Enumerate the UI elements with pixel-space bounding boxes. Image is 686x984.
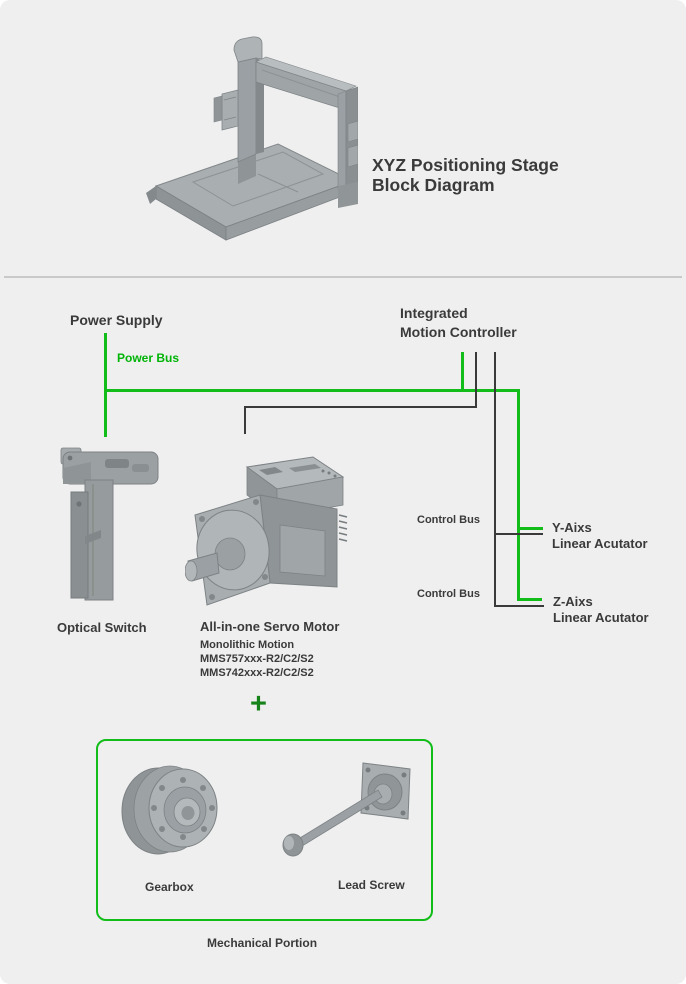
mechanical-portion-label: Mechanical Portion (207, 936, 318, 950)
y-axis-actuator-label-line1: Y-Aixs (552, 520, 592, 535)
control-bus-line-controller-drop (475, 352, 477, 408)
gearbox-label: Gearbox (145, 880, 194, 894)
servo-motor-model1: MMS757xxx-R2/C2/S2 (200, 653, 314, 665)
page-title-line2: Block Diagram (372, 174, 495, 195)
servo-motor-details: Monolithic Motion MMS757xxx-R2/C2/S2 MMS… (200, 638, 314, 680)
section-divider (4, 276, 682, 278)
xyz-stage-illustration (146, 36, 358, 241)
power-supply-label: Power Supply (70, 312, 163, 328)
power-bus-line-supply-drop (104, 333, 107, 437)
motion-controller-label-line2: Motion Controller (400, 323, 517, 340)
power-bus-line-horizontal (104, 389, 520, 392)
servo-motor-title: All-in-one Servo Motor (200, 619, 340, 634)
gearbox-illustration (121, 765, 218, 855)
lead-screw-illustration (282, 762, 411, 857)
y-axis-actuator-label-line2: Linear Acutator (552, 535, 648, 551)
z-axis-actuator-label-line1: Z-Aixs (553, 594, 593, 609)
plus-icon: + (250, 688, 267, 720)
page-title: XYZ Positioning Stage Block Diagram (372, 155, 559, 195)
power-bus-label: Power Bus (117, 351, 180, 365)
power-bus-line-y-axis (517, 527, 543, 530)
control-bus-line-motor-drop (244, 406, 246, 434)
control-bus-line-z-axis (494, 605, 544, 607)
y-axis-actuator-label: Y-Aixs Linear Acutator (552, 520, 648, 551)
power-bus-line-controller-drop (461, 352, 464, 392)
power-bus-line-right-vertical (517, 389, 520, 601)
control-bus-line-right-vertical (494, 352, 496, 607)
control-bus-line-y-axis (494, 533, 543, 535)
page-title-line1: XYZ Positioning Stage (372, 155, 559, 175)
optical-switch-illustration (60, 447, 159, 601)
power-bus-line-z-axis (517, 598, 542, 601)
control-bus-line-horizontal (244, 406, 477, 408)
control-bus-y-label: Control Bus (417, 514, 480, 526)
control-bus-z-label: Control Bus (417, 588, 480, 600)
motion-controller-label-line1: Integrated (400, 305, 468, 321)
z-axis-actuator-label-line2: Linear Acutator (553, 609, 649, 625)
servo-motor-subtitle: Monolithic Motion (200, 639, 295, 651)
mechanical-portion-box (96, 739, 433, 921)
z-axis-actuator-label: Z-Aixs Linear Acutator (553, 594, 649, 625)
motion-controller-label: Integrated Motion Controller (400, 304, 517, 341)
servo-motor-illustration (185, 456, 348, 606)
lead-screw-label: Lead Screw (338, 878, 405, 892)
servo-motor-model2: MMS742xxx-R2/C2/S2 (200, 667, 314, 679)
optical-switch-label: Optical Switch (57, 620, 147, 635)
